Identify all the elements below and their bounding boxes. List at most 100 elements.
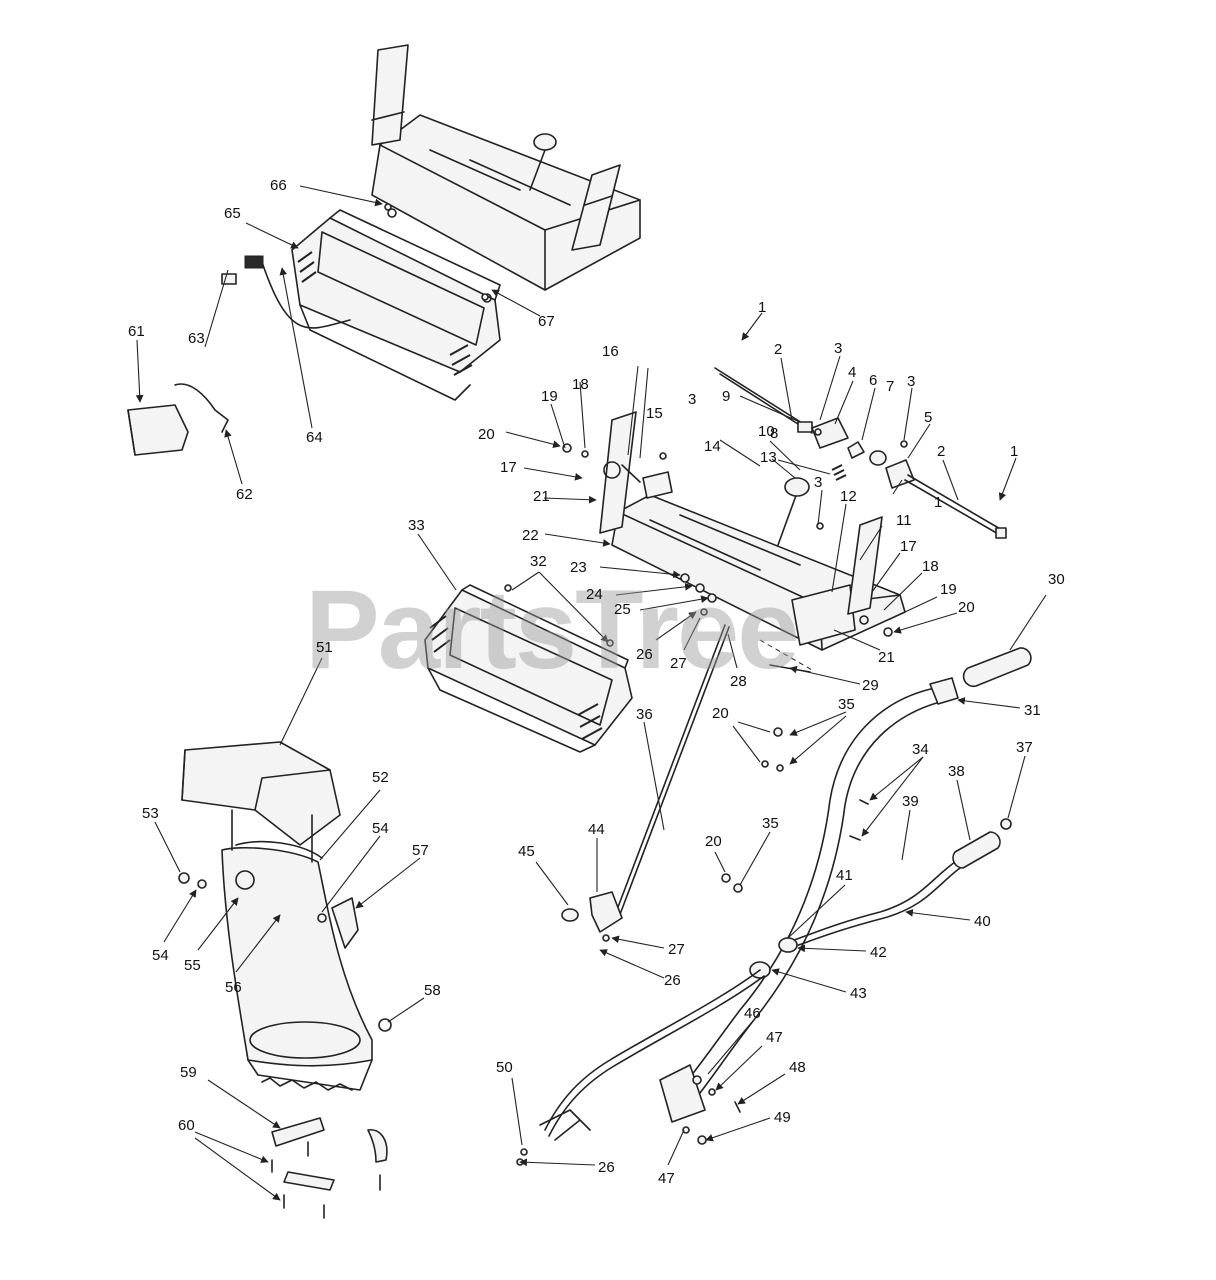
callout-26: 26 — [664, 972, 681, 989]
callout-27: 27 — [670, 655, 687, 672]
callout-62: 62 — [236, 486, 253, 503]
callout-31: 31 — [1024, 702, 1041, 719]
callout-24: 24 — [586, 586, 603, 603]
assembled-dash-panel — [371, 44, 641, 291]
callout-11: 11 — [896, 512, 912, 529]
leader-lines — [135, 185, 1047, 1201]
callout-42: 42 — [870, 944, 887, 961]
callout-19: 19 — [940, 581, 957, 598]
callout-66: 66 — [270, 177, 287, 194]
callout-1: 1 — [934, 494, 942, 511]
callout-20: 20 — [958, 599, 975, 616]
callout-32: 32 — [530, 553, 547, 570]
callout-38: 38 — [948, 763, 965, 780]
callout-48: 48 — [789, 1059, 806, 1076]
callout-61: 61 — [128, 323, 145, 340]
callout-40: 40 — [974, 913, 991, 930]
callout-26: 26 — [636, 646, 653, 663]
callout-17: 17 — [500, 459, 517, 476]
callout-43: 43 — [850, 985, 867, 1002]
callout-65: 65 — [224, 205, 241, 222]
callout-52: 52 — [372, 769, 389, 786]
callout-18: 18 — [572, 376, 589, 393]
callout-59: 59 — [180, 1064, 197, 1081]
hardware-markers — [178, 203, 908, 1166]
callout-10: 10 — [758, 423, 775, 440]
console-middle — [424, 584, 633, 753]
callout-67: 67 — [538, 313, 555, 330]
callout-26: 26 — [598, 1159, 615, 1176]
headlight — [127, 383, 229, 456]
callout-54: 54 — [372, 820, 389, 837]
callout-58: 58 — [424, 982, 441, 999]
chute-crank — [539, 818, 1012, 1141]
callout-7: 7 — [886, 378, 894, 395]
callout-27: 27 — [668, 941, 685, 958]
callout-60: 60 — [178, 1117, 195, 1134]
callout-57: 57 — [412, 842, 429, 859]
callout-5: 5 — [924, 409, 932, 426]
callout-25: 25 — [614, 601, 631, 618]
callout-33: 33 — [408, 517, 425, 534]
wire-harness — [221, 255, 351, 329]
callout-14: 14 — [704, 438, 721, 455]
callout-8: 8 — [770, 425, 778, 442]
callout-20: 20 — [712, 705, 729, 722]
callout-44: 44 — [588, 821, 605, 838]
callout-51: 51 — [316, 639, 333, 656]
callout-19: 19 — [541, 388, 558, 405]
callout-13: 13 — [760, 449, 777, 466]
callout-53: 53 — [142, 805, 159, 822]
callout-6: 6 — [869, 372, 877, 389]
callout-41: 41 — [836, 867, 853, 884]
callout-54: 54 — [152, 947, 169, 964]
shift-rods — [714, 367, 1007, 539]
callout-16: 16 — [602, 343, 619, 360]
discharge-chute — [181, 741, 392, 1091]
callout-3: 3 — [907, 373, 915, 390]
callout-46: 46 — [744, 1005, 761, 1022]
callout-2: 2 — [774, 341, 782, 358]
callout-35: 35 — [838, 696, 855, 713]
callout-18: 18 — [922, 558, 939, 575]
callout-23: 23 — [570, 559, 587, 576]
callout-2: 2 — [937, 443, 945, 460]
callout-1: 1 — [1010, 443, 1018, 460]
callout-45: 45 — [518, 843, 535, 860]
callout-21: 21 — [878, 649, 895, 666]
callout-9: 9 — [722, 388, 730, 405]
callout-3: 3 — [814, 474, 822, 491]
callout-37: 37 — [1016, 739, 1033, 756]
callout-34: 34 — [912, 741, 929, 758]
callout-20: 20 — [705, 833, 722, 850]
callout-4: 4 — [848, 364, 856, 381]
callout-21: 21 — [533, 488, 550, 505]
callout-64: 64 — [306, 429, 323, 446]
callout-20: 20 — [478, 426, 495, 443]
callout-50: 50 — [496, 1059, 513, 1076]
callout-labels: 1 1 1 2 2 3 3 3 3 4 5 6 7 8 9 10 11 12 1… — [128, 177, 1065, 1187]
exploded-dash-panel — [599, 411, 906, 673]
callout-35: 35 — [762, 815, 779, 832]
callout-36: 36 — [636, 706, 653, 723]
chute-clamps — [271, 1117, 388, 1219]
callout-17: 17 — [900, 538, 917, 555]
callout-39: 39 — [902, 793, 919, 810]
callout-1: 1 — [758, 299, 766, 316]
callout-29: 29 — [862, 677, 879, 694]
callout-22: 22 — [522, 527, 539, 544]
shift-rod-36 — [561, 624, 730, 933]
callout-55: 55 — [184, 957, 201, 974]
callout-47: 47 — [766, 1029, 783, 1046]
callout-63: 63 — [188, 330, 205, 347]
callout-47: 47 — [658, 1170, 675, 1187]
watermark: PartsTree — [305, 567, 798, 692]
callout-15: 15 — [646, 405, 663, 422]
callout-12: 12 — [840, 488, 857, 505]
callout-30: 30 — [1048, 571, 1065, 588]
callout-28: 28 — [730, 673, 747, 690]
callout-3: 3 — [688, 391, 696, 408]
handle-grip — [962, 647, 1032, 688]
callout-3: 3 — [834, 340, 842, 357]
